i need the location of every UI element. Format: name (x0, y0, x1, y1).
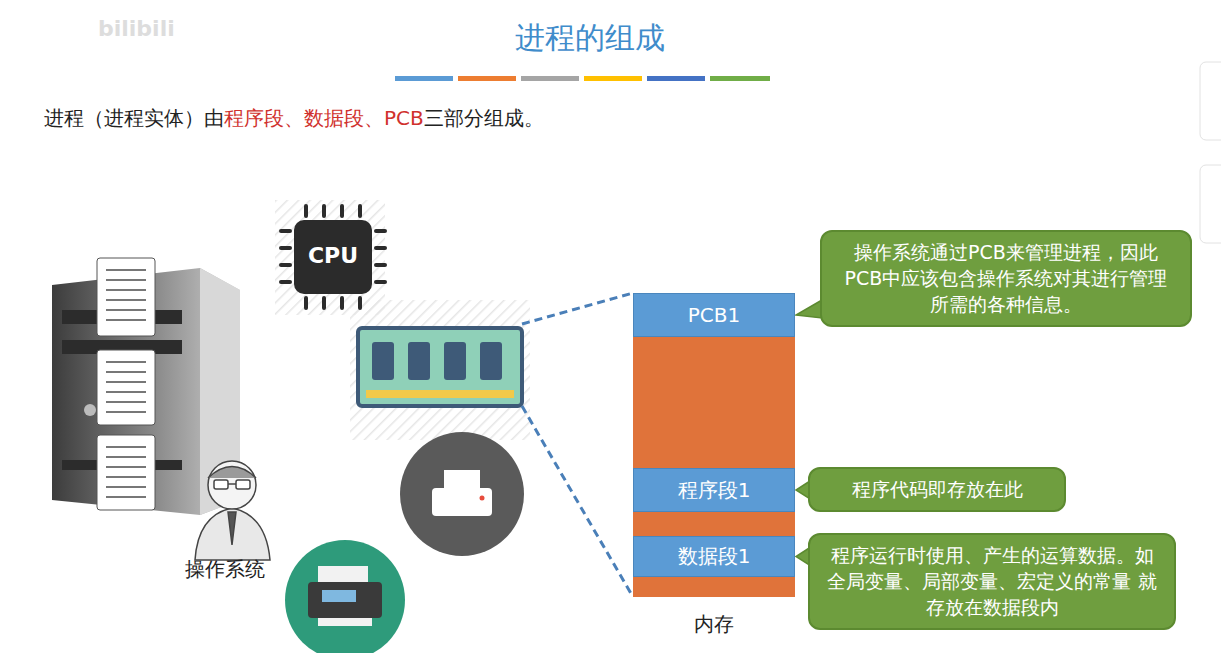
side-panel (1200, 62, 1221, 140)
printer-circle (400, 432, 524, 556)
cpu-pin (376, 246, 385, 250)
ram-chip (480, 342, 502, 380)
subtitle-text: 三部分组成。 (424, 105, 544, 132)
cpu-pin (304, 298, 308, 308)
cpu-pin (376, 229, 385, 233)
doc-line (106, 466, 146, 468)
cpu-pin (281, 280, 290, 284)
callout-text: 程序代码即存放在此 (826, 476, 1048, 502)
cpu-pin (376, 263, 385, 267)
doc-line (106, 309, 146, 311)
cpu-pin (376, 280, 385, 284)
watermark: bilibili (98, 16, 175, 41)
memory-segment: PCB1 (633, 293, 795, 337)
ram-chip (408, 342, 430, 380)
cpu-pin (358, 206, 362, 216)
zoom-leader (522, 406, 633, 597)
doc-line (106, 486, 146, 488)
doc-line (106, 361, 146, 363)
doc-line (106, 496, 146, 498)
callout-pointer (796, 300, 822, 318)
hatch-bg (350, 300, 530, 440)
cpu-pin (322, 206, 326, 216)
document-lines (106, 270, 146, 497)
doc-line (106, 411, 146, 413)
cpu-pin (340, 298, 344, 308)
doc-line (106, 299, 146, 301)
side-panel (1200, 165, 1221, 243)
title-color-bar (395, 76, 770, 81)
callout-bubble: 操作系统通过PCB来管理进程，因此PCB中应该包含操作系统对其进行管理所需的各种… (820, 230, 1192, 327)
memory-column: PCB1 程序段1 数据段1 内存 (633, 293, 795, 643)
callout-text: 程序运行时使用、产生的运算数据。如全局变量、局部变量、宏定义的常量 就存放在数据… (826, 542, 1158, 621)
doc-line (106, 391, 146, 393)
subtitle-text: 进程（进程实体）由 (44, 105, 224, 132)
memory-segment: 程序段1 (633, 468, 795, 512)
memory-label: 内存 (633, 611, 795, 638)
cpu-pin (281, 246, 290, 250)
doc-line (106, 371, 146, 373)
callout-text: 操作系统通过PCB来管理进程，因此PCB中应该包含操作系统对其进行管理所需的各种… (838, 239, 1174, 318)
doc-line (106, 381, 146, 383)
document-icons (97, 258, 155, 510)
cpu-chip (281, 206, 385, 308)
cpu-label: CPU (298, 243, 368, 268)
doc-line (106, 476, 146, 478)
doc-line (106, 279, 146, 281)
cpu-pin (281, 229, 290, 233)
doc-line (106, 319, 146, 321)
memory-segment: 数据段1 (633, 536, 795, 577)
operating-system-person (195, 461, 270, 560)
segment-label: 程序段1 (678, 477, 751, 504)
ram-chip (372, 342, 394, 380)
doc-line (106, 289, 146, 291)
cpu-pin (281, 263, 290, 267)
hatch-bg (275, 200, 385, 315)
doc-line (106, 446, 146, 448)
callout-bubble: 程序运行时使用、产生的运算数据。如全局变量、局部变量、宏定义的常量 就存放在数据… (808, 533, 1176, 630)
ram-stick (358, 328, 522, 406)
callout-bubble: 程序代码即存放在此 (808, 467, 1066, 512)
printer-circle (285, 540, 405, 653)
subtitle-text: 程序段、数据段、PCB (224, 105, 424, 132)
subtitle-row: 进程（进程实体）由程序段、数据段、PCB三部分组成。 (44, 105, 544, 132)
cpu-pin (358, 298, 362, 308)
figure-label: 操作系统 (170, 556, 280, 583)
doc-line (106, 401, 146, 403)
ram-chip (444, 342, 466, 380)
doc-line (106, 456, 146, 458)
segment-label: 数据段1 (678, 543, 751, 570)
memory-body: PCB1 程序段1 数据段1 (633, 293, 795, 597)
title: 进程的组成 (0, 18, 1180, 59)
segment-label: PCB1 (688, 303, 740, 327)
cpu-pin (304, 206, 308, 216)
cpu-pin (322, 298, 326, 308)
cpu-pin (340, 206, 344, 216)
doc-line (106, 269, 146, 271)
zoom-leader (522, 293, 633, 324)
